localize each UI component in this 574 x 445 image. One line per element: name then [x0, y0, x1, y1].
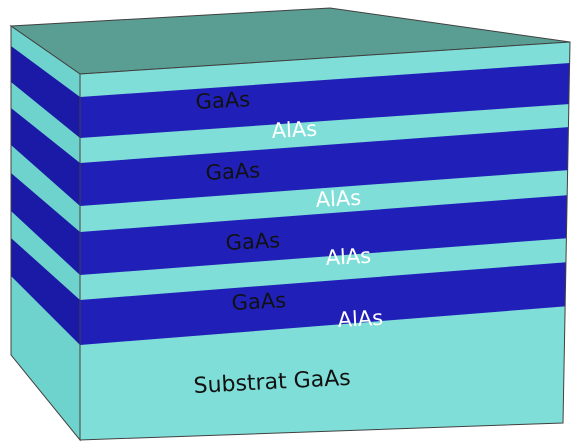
- side-alas-band-1: [11, 46, 80, 138]
- side-outline: [10, 25, 81, 442]
- front-alas-band-3: [80, 195, 570, 275]
- front-alas-band-1: [80, 63, 570, 138]
- front-alas-band-4: [80, 262, 570, 345]
- front-face: [80, 42, 570, 440]
- alas-label-3: AlAs: [325, 244, 372, 270]
- side-face: [11, 26, 80, 440]
- alas-label-2: AlAs: [315, 186, 362, 212]
- front-alas-band-2: [80, 127, 570, 206]
- gaas-label-2: GaAs: [205, 158, 261, 185]
- gaas-label-4: GaAs: [231, 288, 287, 315]
- side-alas-band-3: [11, 173, 80, 275]
- gaas-label-3: GaAs: [225, 228, 281, 255]
- side-alas-band-2: [11, 108, 80, 206]
- gaas-label-1: GaAs: [195, 87, 251, 114]
- alas-label-1: AlAs: [271, 117, 318, 143]
- alas-label-4: AlAs: [337, 306, 384, 332]
- side-alas-band-4: [11, 238, 80, 345]
